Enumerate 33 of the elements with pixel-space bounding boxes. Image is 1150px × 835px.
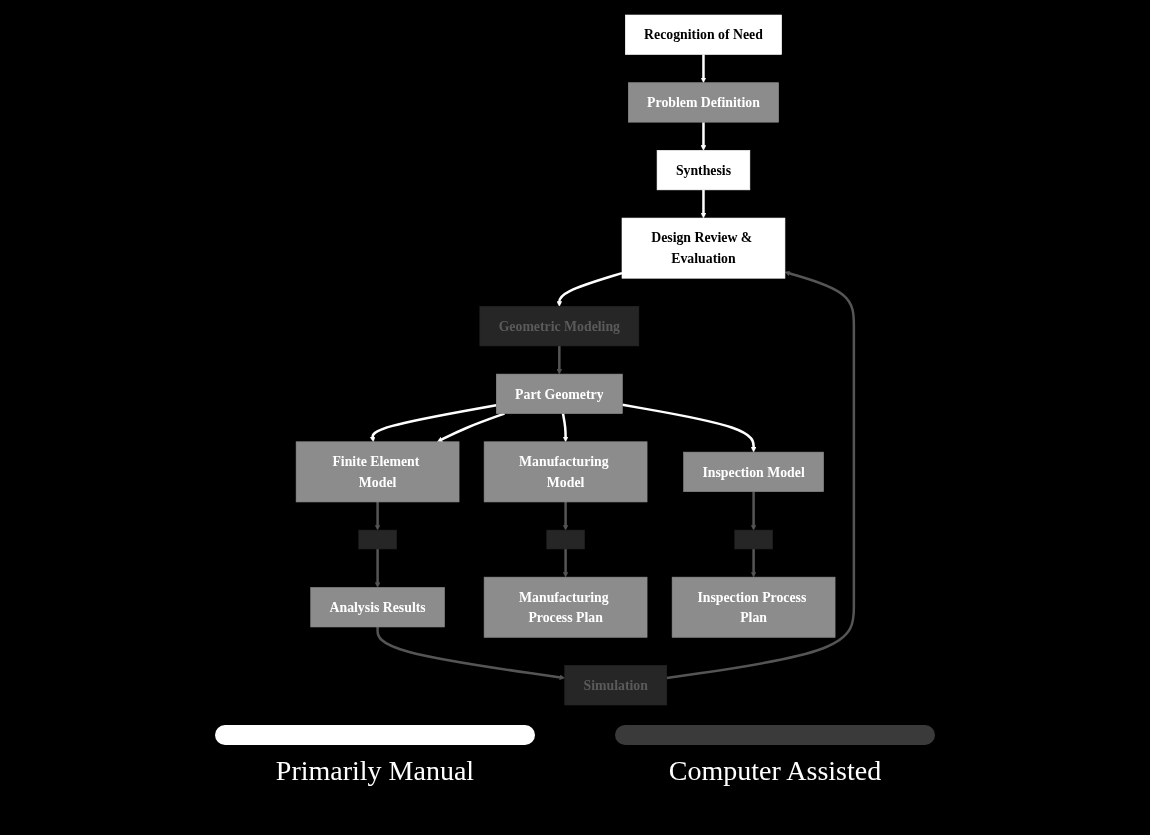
arrow — [700, 54, 707, 83]
node-box: Inspection Model — [683, 451, 824, 492]
legend-label: Primarily Manual — [275, 755, 475, 787]
arrow — [374, 501, 381, 531]
arrow — [750, 491, 757, 531]
arrow — [369, 403, 497, 443]
arrow — [750, 548, 757, 578]
arrow — [437, 412, 505, 443]
node-box — [734, 529, 773, 550]
node-box: Design Review & Evaluation — [621, 217, 786, 279]
arrow — [556, 271, 623, 307]
arrow — [374, 548, 381, 588]
arrow — [562, 501, 569, 531]
legend-label: Computer Assisted — [668, 755, 882, 787]
arrow — [666, 270, 856, 680]
node-box: Finite Element Model — [295, 441, 460, 503]
node-box: Synthesis — [656, 150, 751, 191]
arrow — [700, 122, 707, 151]
arrow — [561, 413, 569, 443]
arrow — [562, 548, 569, 578]
node-box: Problem Definition — [628, 82, 779, 123]
node-box: Manufacturing Model — [483, 441, 648, 503]
node-box — [358, 529, 397, 550]
node-box: Recognition of Need — [625, 14, 782, 55]
arrow — [556, 345, 563, 375]
node-box: Part Geometry — [496, 373, 623, 414]
arrow — [700, 189, 707, 219]
node-box — [546, 529, 585, 550]
node-box: Analysis Results — [310, 587, 445, 628]
arrow — [376, 626, 565, 681]
node-box: Manufacturing Process Plan — [483, 576, 648, 638]
node-box: Inspection Process Plan — [671, 576, 836, 638]
arrow — [622, 403, 757, 453]
